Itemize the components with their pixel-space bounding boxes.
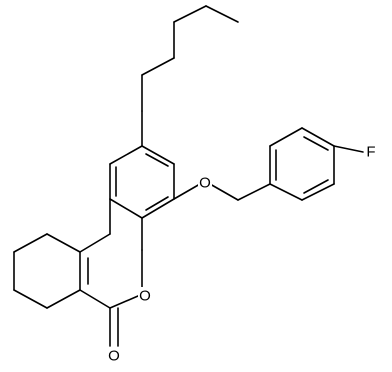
- ether-oxygen-label: O: [199, 175, 211, 192]
- bonds-layer: [13, 5, 364, 347]
- aromatic-inner-bond: [145, 153, 169, 167]
- hexyl-bond: [141, 57, 175, 76]
- ether-oxygen-atom: O: [198, 174, 212, 192]
- lactone-ring-bond: [79, 289, 111, 309]
- fluorophenyl-ring-bond: [269, 183, 303, 201]
- cyclohexene-ring-bond: [13, 233, 48, 253]
- cyclohexene-ring-bond: [46, 289, 81, 309]
- ring-oxygen-label: O: [139, 288, 151, 305]
- hexyl-bond: [173, 5, 207, 23]
- atom-labels-layer: F O O O: [107, 143, 378, 365]
- hexyl-bond: [205, 5, 239, 23]
- carbonyl-oxygen-atom: O: [107, 347, 121, 365]
- lactone-ring-bond: [79, 233, 111, 253]
- fluorine-label: F: [366, 144, 375, 161]
- ether-bond: [209, 183, 239, 201]
- ring-oxygen-atom: O: [138, 287, 152, 305]
- fluorophenyl-ring-bond: [301, 183, 335, 201]
- lactone-ring-bond: [109, 295, 139, 309]
- ether-bond: [173, 183, 201, 200]
- ether-bond: [237, 183, 271, 201]
- aromatic-ring-bond: [109, 145, 143, 165]
- aromatic-inner-bond: [145, 196, 169, 211]
- fluorophenyl-ring-bond: [269, 127, 303, 147]
- fluorophenyl-inner-bond: [303, 136, 329, 151]
- fluorophenyl-ring-bond: [301, 127, 335, 147]
- aromatic-ring-bond: [141, 198, 175, 219]
- cyclohexene-ring-bond: [46, 233, 81, 253]
- carbon-fluorine-bond: [333, 145, 364, 153]
- aromatic-ring-bond: [141, 145, 175, 165]
- aromatic-ring-bond: [109, 198, 143, 219]
- fluorophenyl-inner-bond: [303, 179, 329, 194]
- carbonyl-oxygen-label: O: [108, 348, 120, 365]
- fluorine-atom: F: [364, 143, 378, 161]
- cyclohexene-ring-bond: [13, 289, 48, 309]
